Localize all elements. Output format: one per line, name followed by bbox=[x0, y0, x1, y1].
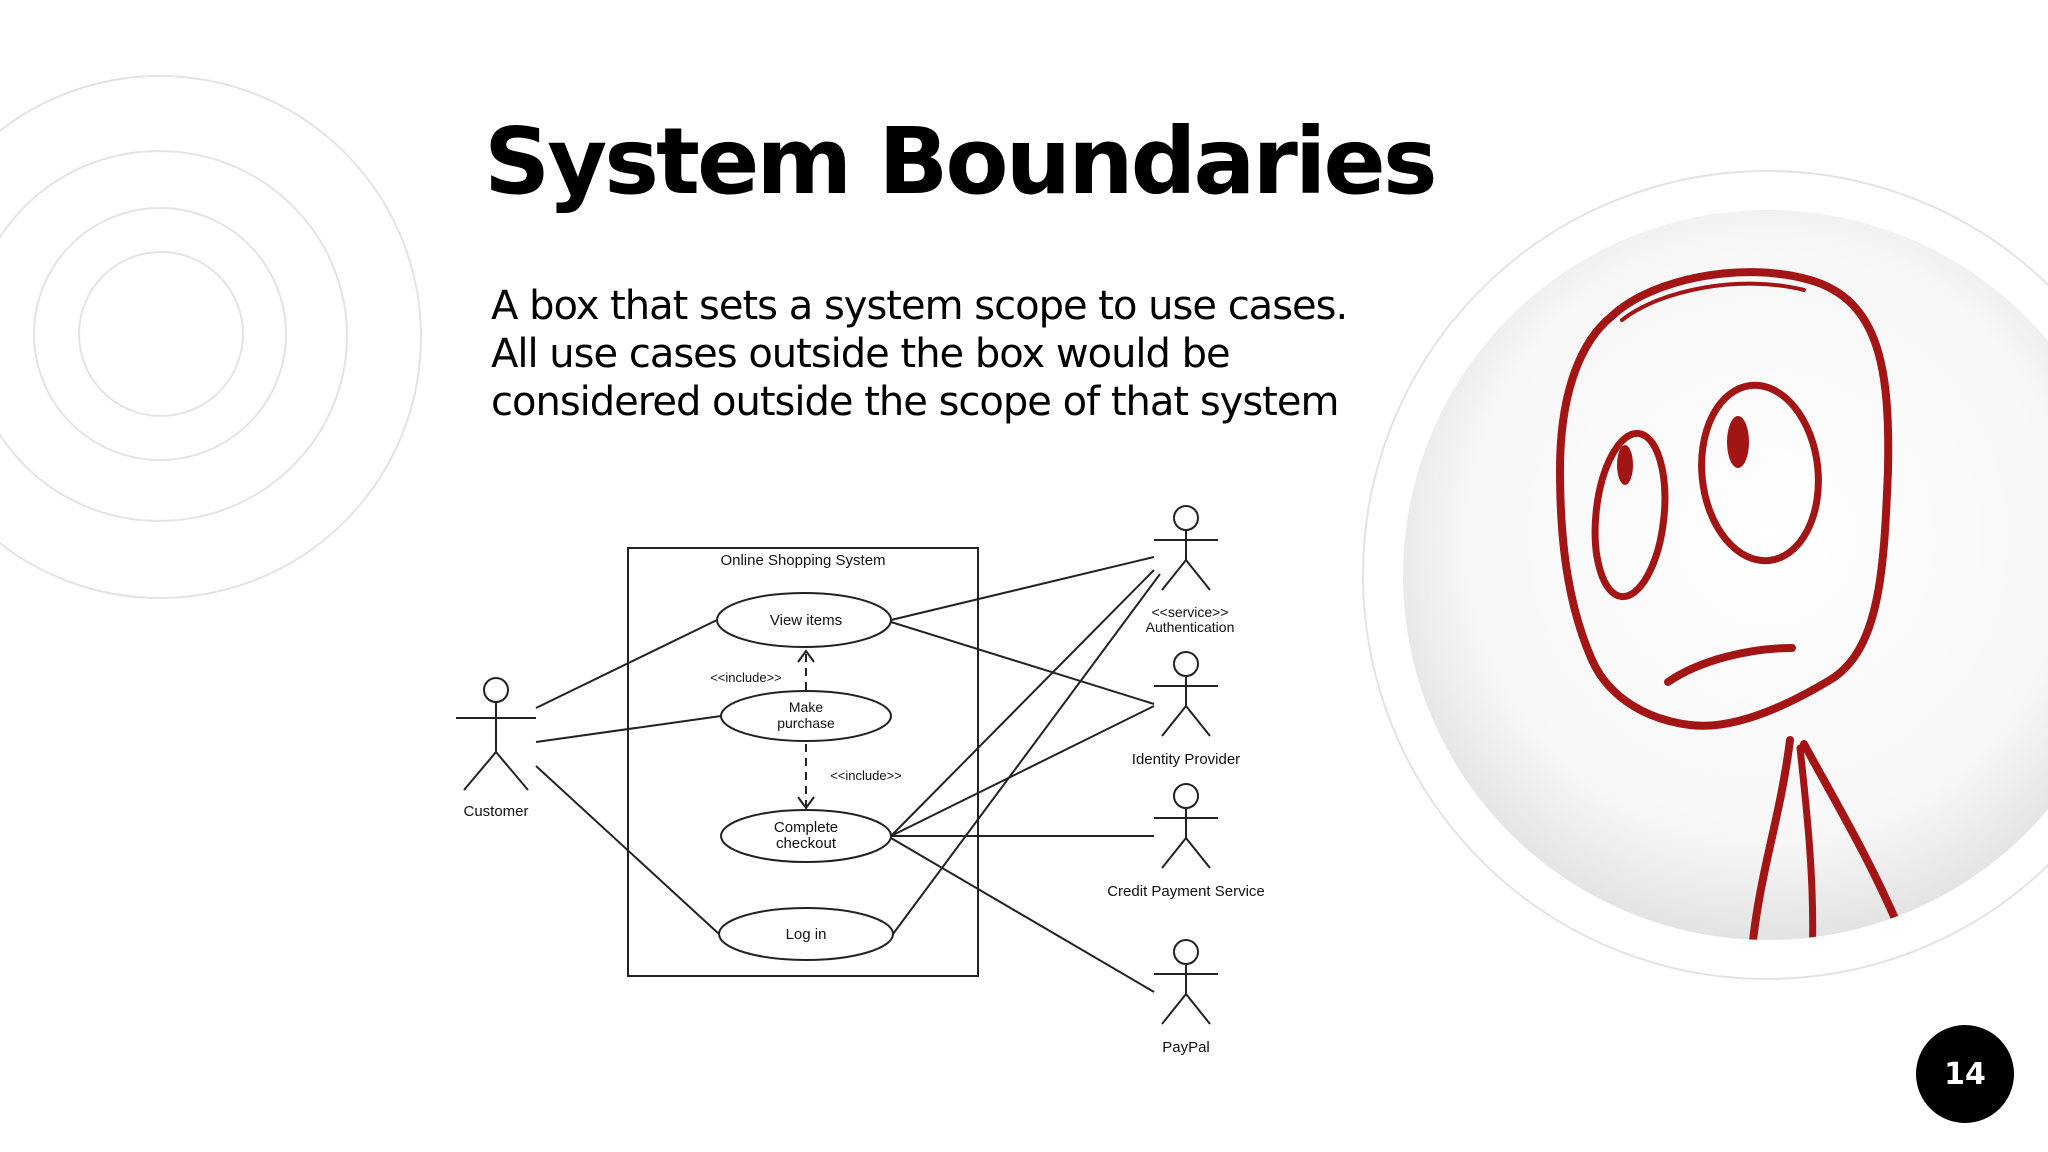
worried-face-illustration bbox=[1403, 210, 2048, 940]
use-case-log-in-label: Log in bbox=[786, 926, 827, 943]
decorative-ring-3 bbox=[33, 207, 287, 461]
use-case-complete-checkout-label: checkout bbox=[776, 835, 837, 852]
figure-head-outline-stroke bbox=[1620, 281, 1806, 322]
page-number: 14 bbox=[1944, 1056, 1986, 1092]
illustration-backdrop bbox=[1403, 210, 2048, 940]
figure-neck-line bbox=[1796, 744, 1817, 940]
figure-neck-line bbox=[1748, 736, 1794, 940]
include-label: <<include>> bbox=[830, 768, 902, 783]
figure-arm-line bbox=[1800, 740, 1904, 934]
include-arrowhead-2 bbox=[797, 796, 815, 810]
figure-head-outline bbox=[1556, 268, 1893, 730]
actor-authentication-stereotype: <<service>> bbox=[1151, 604, 1228, 620]
figure-left-pupil bbox=[1617, 445, 1633, 485]
association-line bbox=[535, 715, 722, 743]
association-line bbox=[890, 705, 1155, 837]
association-line bbox=[890, 621, 1155, 705]
page-number-badge: 14 bbox=[1916, 1025, 2014, 1123]
association-line bbox=[535, 765, 720, 935]
figure-right-eye bbox=[1698, 381, 1822, 565]
include-label: <<include>> bbox=[710, 670, 782, 685]
actor-credit-payment-service-label: Credit Payment Service bbox=[1107, 883, 1265, 900]
association-line bbox=[535, 619, 718, 709]
use-case-make-purchase-label: purchase bbox=[777, 715, 835, 731]
actor-authentication bbox=[1154, 505, 1218, 591]
actor-identity-provider bbox=[1154, 651, 1218, 737]
actor-authentication-label: Authentication bbox=[1146, 619, 1235, 635]
use-case-diagram: Online Shopping System View items Make p… bbox=[456, 505, 1265, 1056]
actor-credit-payment-service bbox=[1154, 783, 1218, 869]
actor-paypal bbox=[1154, 939, 1218, 1025]
figure-left-eye bbox=[1591, 429, 1669, 601]
use-case-view-items-label: View items bbox=[770, 612, 842, 629]
actor-identity-provider-label: Identity Provider bbox=[1132, 751, 1240, 768]
actor-customer bbox=[456, 677, 536, 791]
association-line bbox=[892, 573, 1161, 935]
actor-paypal-label: PayPal bbox=[1162, 1039, 1210, 1056]
association-line bbox=[890, 569, 1155, 837]
include-arrowhead-1 bbox=[797, 649, 815, 663]
actor-customer-label: Customer bbox=[463, 803, 528, 820]
slide-body-text: A box that sets a system scope to use ca… bbox=[491, 283, 1348, 425]
figure-right-pupil bbox=[1727, 416, 1749, 468]
use-case-make-purchase-label: Make bbox=[789, 699, 823, 715]
use-case-complete-checkout-label: Complete bbox=[774, 819, 838, 836]
association-line bbox=[890, 837, 1155, 993]
decorative-ring-4 bbox=[78, 251, 244, 417]
slide-title: System Boundaries bbox=[484, 108, 1438, 215]
association-line bbox=[890, 556, 1155, 621]
figure-mouth bbox=[1664, 644, 1796, 686]
decorative-ring-2 bbox=[0, 150, 348, 522]
system-boundary-label: Online Shopping System bbox=[720, 552, 885, 569]
